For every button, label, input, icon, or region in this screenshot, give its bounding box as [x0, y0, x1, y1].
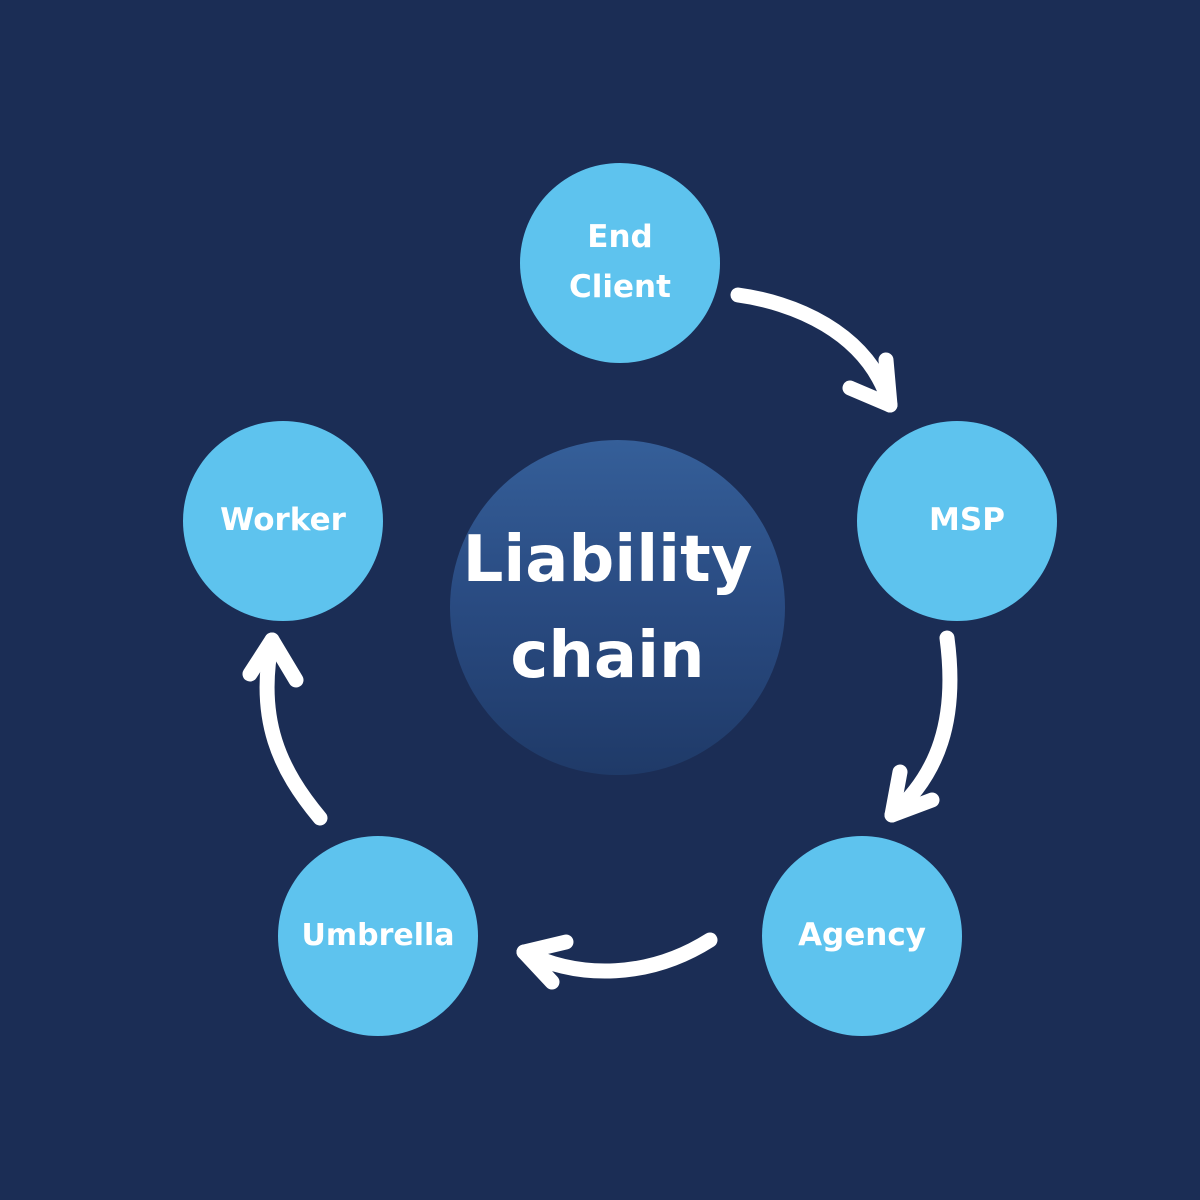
node-label-end-client: End Client — [569, 219, 671, 305]
arrow-msp-to-agency — [884, 630, 958, 823]
node-umbrella: Umbrella — [278, 836, 478, 1036]
node-label-msp: MSP — [929, 502, 1005, 539]
arrow-umbrella-to-worker — [242, 632, 328, 826]
arrow-end-client-to-msp — [730, 287, 898, 413]
node-end-client: End Client — [520, 163, 720, 363]
center-label: Liability chain — [462, 522, 753, 693]
node-agency: Agency — [762, 836, 962, 1036]
center-hub: Liability chain — [450, 440, 785, 775]
arrow-agency-to-umbrella — [516, 932, 718, 990]
node-label-worker: Worker — [220, 502, 346, 539]
node-label-umbrella: Umbrella — [301, 918, 455, 953]
node-msp: MSP — [857, 421, 1057, 621]
node-label-agency: Agency — [798, 917, 926, 954]
node-worker: Worker — [183, 421, 383, 621]
